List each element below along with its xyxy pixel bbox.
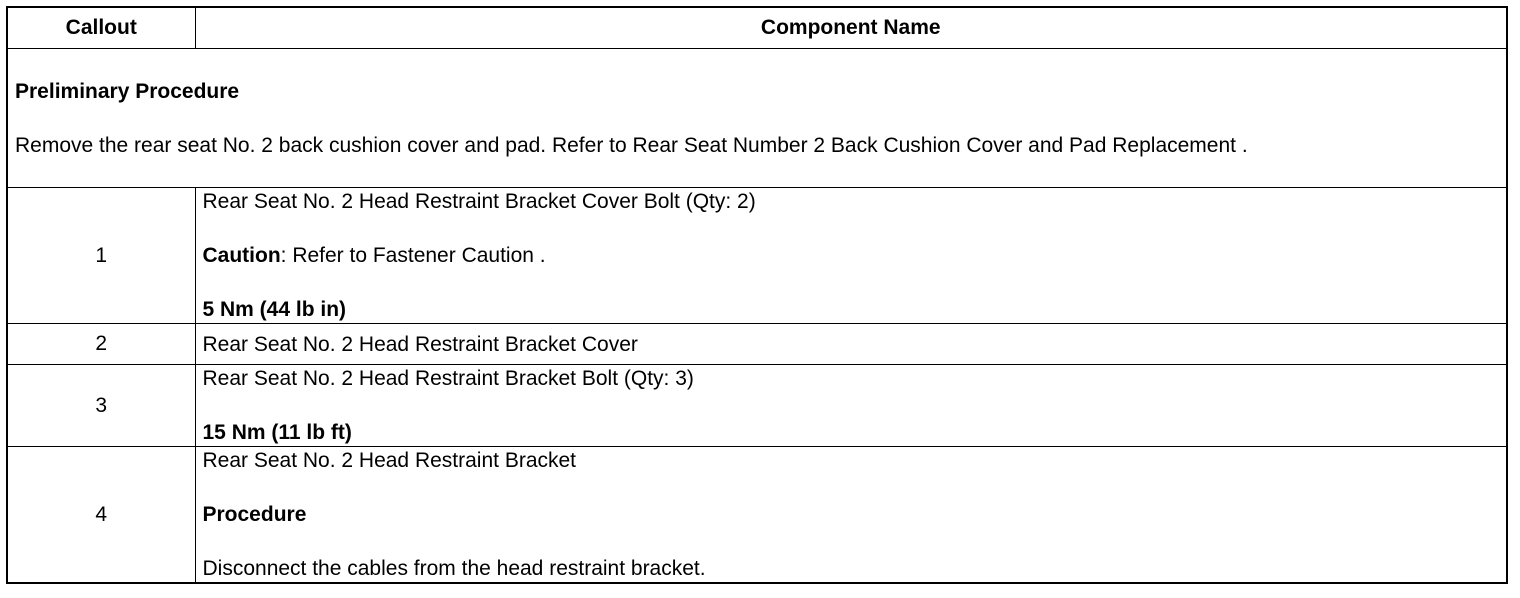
component-cell: Rear Seat No. 2 Head Restraint Bracket B… bbox=[194, 364, 1508, 447]
component-table: Callout Component Name Preliminary Proce… bbox=[6, 6, 1508, 584]
callout-number: 3 bbox=[6, 364, 196, 447]
table-row: 2 Rear Seat No. 2 Head Restraint Bracket… bbox=[6, 323, 1508, 365]
torque-spec: 15 Nm (11 lb ft) bbox=[202, 421, 352, 444]
callout-number: 1 bbox=[6, 187, 196, 324]
procedure-text: Disconnect the cables from the head rest… bbox=[202, 557, 706, 580]
table-header-row: Callout Component Name bbox=[6, 6, 1508, 49]
callout-number: 4 bbox=[6, 446, 196, 584]
callout-number: 2 bbox=[6, 323, 196, 365]
preliminary-text: Remove the rear seat No. 2 back cushion … bbox=[15, 133, 1248, 157]
table-row: 3 Rear Seat No. 2 Head Restraint Bracket… bbox=[6, 364, 1508, 447]
component-cell: Rear Seat No. 2 Head Restraint Bracket C… bbox=[194, 187, 1508, 324]
component-name: Rear Seat No. 2 Head Restraint Bracket B… bbox=[202, 367, 694, 390]
component-cell: Rear Seat No. 2 Head Restraint Bracket P… bbox=[194, 446, 1508, 584]
preliminary-row: Preliminary Procedure Remove the rear se… bbox=[6, 48, 1508, 188]
component-name: Rear Seat No. 2 Head Restraint Bracket bbox=[202, 449, 577, 472]
preliminary-title: Preliminary Procedure bbox=[15, 79, 240, 103]
caution-line: Caution: Refer to Fastener Caution . bbox=[203, 242, 1500, 269]
header-component-name: Component Name bbox=[194, 6, 1508, 49]
table-row: 4 Rear Seat No. 2 Head Restraint Bracket… bbox=[6, 446, 1508, 584]
caution-label: Caution bbox=[202, 244, 281, 267]
component-name: Rear Seat No. 2 Head Restraint Bracket C… bbox=[202, 190, 756, 213]
torque-spec: 5 Nm (44 lb in) bbox=[202, 298, 347, 321]
header-callout: Callout bbox=[6, 6, 196, 49]
table-row: 1 Rear Seat No. 2 Head Restraint Bracket… bbox=[6, 187, 1508, 324]
procedure-label: Procedure bbox=[202, 503, 307, 526]
component-name: Rear Seat No. 2 Head Restraint Bracket C… bbox=[202, 332, 638, 356]
component-cell: Rear Seat No. 2 Head Restraint Bracket C… bbox=[194, 323, 1508, 365]
preliminary-cell: Preliminary Procedure Remove the rear se… bbox=[6, 48, 1508, 188]
caution-text: : Refer to Fastener Caution . bbox=[280, 244, 546, 267]
